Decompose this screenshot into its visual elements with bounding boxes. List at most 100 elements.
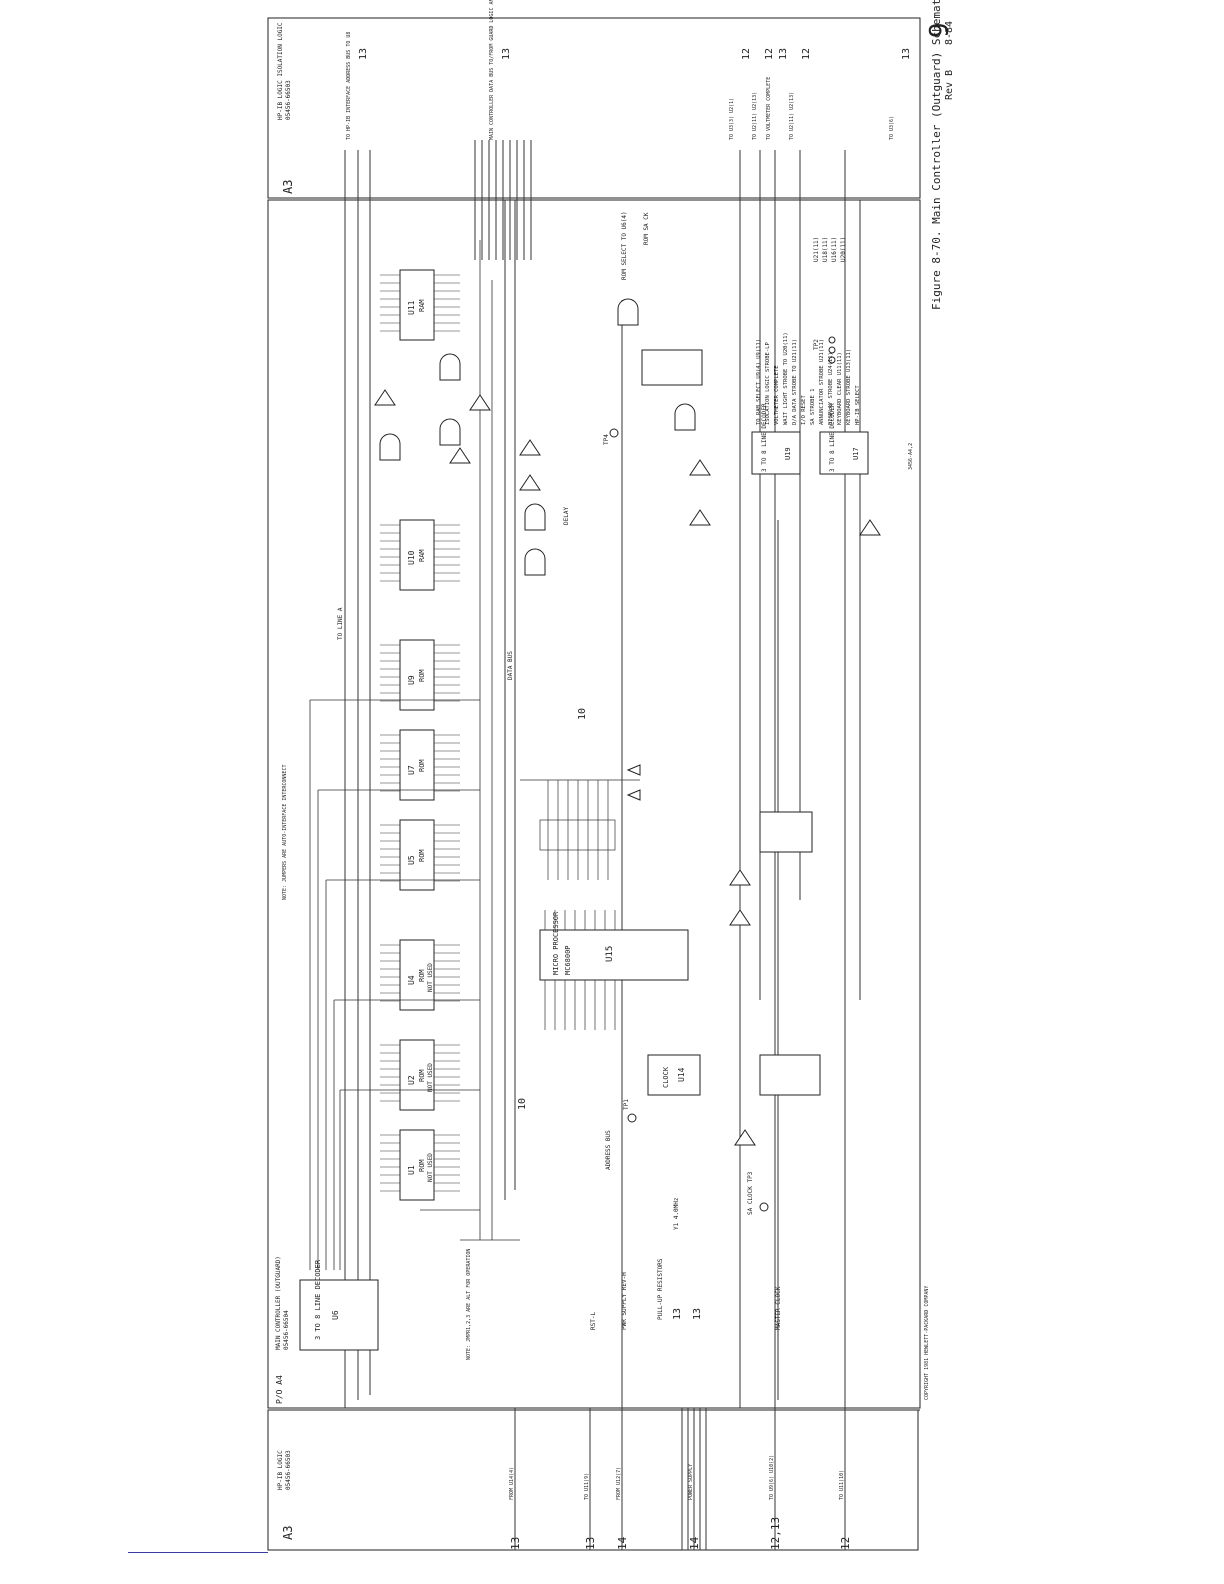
top-connector-num: 13 [358,48,369,60]
left-connector-num: 13 [584,1537,597,1550]
strobe-label: ISOLATION LOGIC STROBE-LP [765,342,771,425]
chip-ref: U2 [407,1075,416,1085]
rom-sa-ck-label: ROM SA CK [643,212,650,245]
strobe-label: ANNUNCIATOR STROBE U21(11) [819,339,825,425]
chip-type: ROM [418,759,426,772]
strobe-label: D/A DATA STROBE TO U21(11) [792,339,798,425]
tp2-label: TP2 [813,339,820,350]
top-connector-num: 12 [741,48,752,60]
top-connector-label: TO VOLTMETER COMPLETE [766,77,772,140]
copyright: COPYRIGHT 1981 HEWLETT-PACKARD COMPANY [924,1286,930,1400]
top-connector-label: TO U3(6) [889,116,895,140]
jmpr-note-label: NOTE: JMPR1,2,3 ARE ALT FOR OPERATION [466,1249,472,1360]
bus-lines [344,200,861,1408]
tp3-label: SA CLOCK TP3 [747,1171,754,1215]
left-connector-label: TO U11(9) [584,1473,590,1500]
misc-number: 13 [692,1308,703,1320]
gate-symbols [374,298,881,1146]
left-connector-label: TO U11(10) [839,1470,845,1500]
footer-rule [128,1552,268,1553]
chip-type: ROM [418,969,426,982]
flipflop-u18b [641,349,703,386]
chip-ref: U4 [407,975,416,985]
strobe-label: DISPLAY STROBE U24(11) [828,352,834,425]
top-connector-label: TO U2(11) U2(13) [752,92,758,140]
flipflop-u18a [759,811,813,853]
master-clock-label: MASTER CLOCK [775,1286,782,1330]
cpu-ref: U15 [605,946,615,962]
a4-part: 05456-66504 [283,1310,290,1350]
cpu-line1: MICRO PROCESSOR [552,911,560,975]
data-bus-label: DATA BUS [507,651,514,680]
chip-note: NOT USED [427,1063,434,1092]
rst-label: RST-L [590,1312,597,1330]
clock-u14: CLOCK U14 [647,1054,701,1096]
decoder-ref: U16(11) [831,237,838,262]
to-line-a-label: TO LINE A [337,607,344,640]
left-connector-lines [514,1408,846,1550]
top-connector-num: 12 [764,48,775,60]
right-decoders: 3 TO 8 LINE DECODER U19 3 TO 8 LINE DECO… [751,403,869,475]
delay-label: DELAY [563,507,570,525]
diodes [626,764,641,801]
a3-left-ref: A3 [281,1526,295,1540]
decoder-ref: U20(11) [840,237,847,262]
caption-rev: Rev B [944,70,955,100]
chip-ref: U11 [407,300,416,315]
top-connector-num: 13 [778,48,789,60]
pwr-supply-label: PWR SUPPLY REV-H [621,1272,628,1330]
decoder-ref: U18(11) [822,237,829,262]
left-connector-label: TO U9(6) U10(2) [769,1455,775,1500]
cpu-line2: MC6800P [564,945,572,975]
frame-group [267,17,921,1551]
chip-type: ROM [418,669,426,682]
chip-ref: U10 [407,550,416,565]
panel-a3-left [267,1409,919,1551]
flipflop-u13b [759,1054,821,1096]
strobe-label: TO RAM SELECT U9(4) U9(11) [756,339,762,425]
top-connector-label: TO HP-IB INTERFACE ADDRESS BUS TO U8 [346,32,352,140]
resistor-pack [520,779,640,880]
chip-ref: U1 [407,1165,416,1175]
top-connector-num: 12 [801,48,812,60]
tp4-label: TP4 [603,434,610,445]
left-connector-label: FROM U12(7) [616,1467,622,1500]
u19-ref: U19 [784,447,792,460]
chip-ref: U7 [407,765,416,775]
chip-body [399,269,435,341]
test-points [609,336,836,1212]
left-connector-num: 13 [509,1537,522,1550]
a3-left-title: HP-IB LOGIC [277,1450,284,1490]
misc-number: 13 [672,1308,683,1320]
decoder-u6: 3 TO 8 LINE DECODER U6 [299,1259,379,1351]
clock-ref: U14 [677,1067,686,1082]
panel-a4 [267,199,921,1409]
decoder-u17 [819,431,869,475]
flipflops [641,349,821,1096]
chip-type: ROM [418,1159,426,1172]
strobe-label: HP-IB SELECT [855,385,861,425]
figure-caption [905,40,945,340]
left-connector-num: 12,13 [769,1517,782,1550]
chip-body [399,1039,435,1111]
chip-ref: U5 [407,855,416,865]
strobe-label: I/O RESET [801,395,807,425]
chip-body [399,1129,435,1201]
a3-right-part: 05456-66503 [285,80,292,120]
chip-type: ROM [418,1069,426,1082]
u19-label: 3 TO 8 LINE DECODER [761,403,768,472]
strobe-label: KEYBOARD STROBE U13(11) [846,349,852,425]
top-connector-label: TO U3(3) U2(1) [729,98,735,140]
left-connector-num: 12 [839,1537,852,1550]
u6-label: 3 TO 8 LINE DECODER [314,1259,322,1340]
clock-label: CLOCK [662,1066,670,1088]
top-connector-num: 13 [901,48,912,60]
crystal-label: Y1 4.0MHz [673,1197,680,1230]
